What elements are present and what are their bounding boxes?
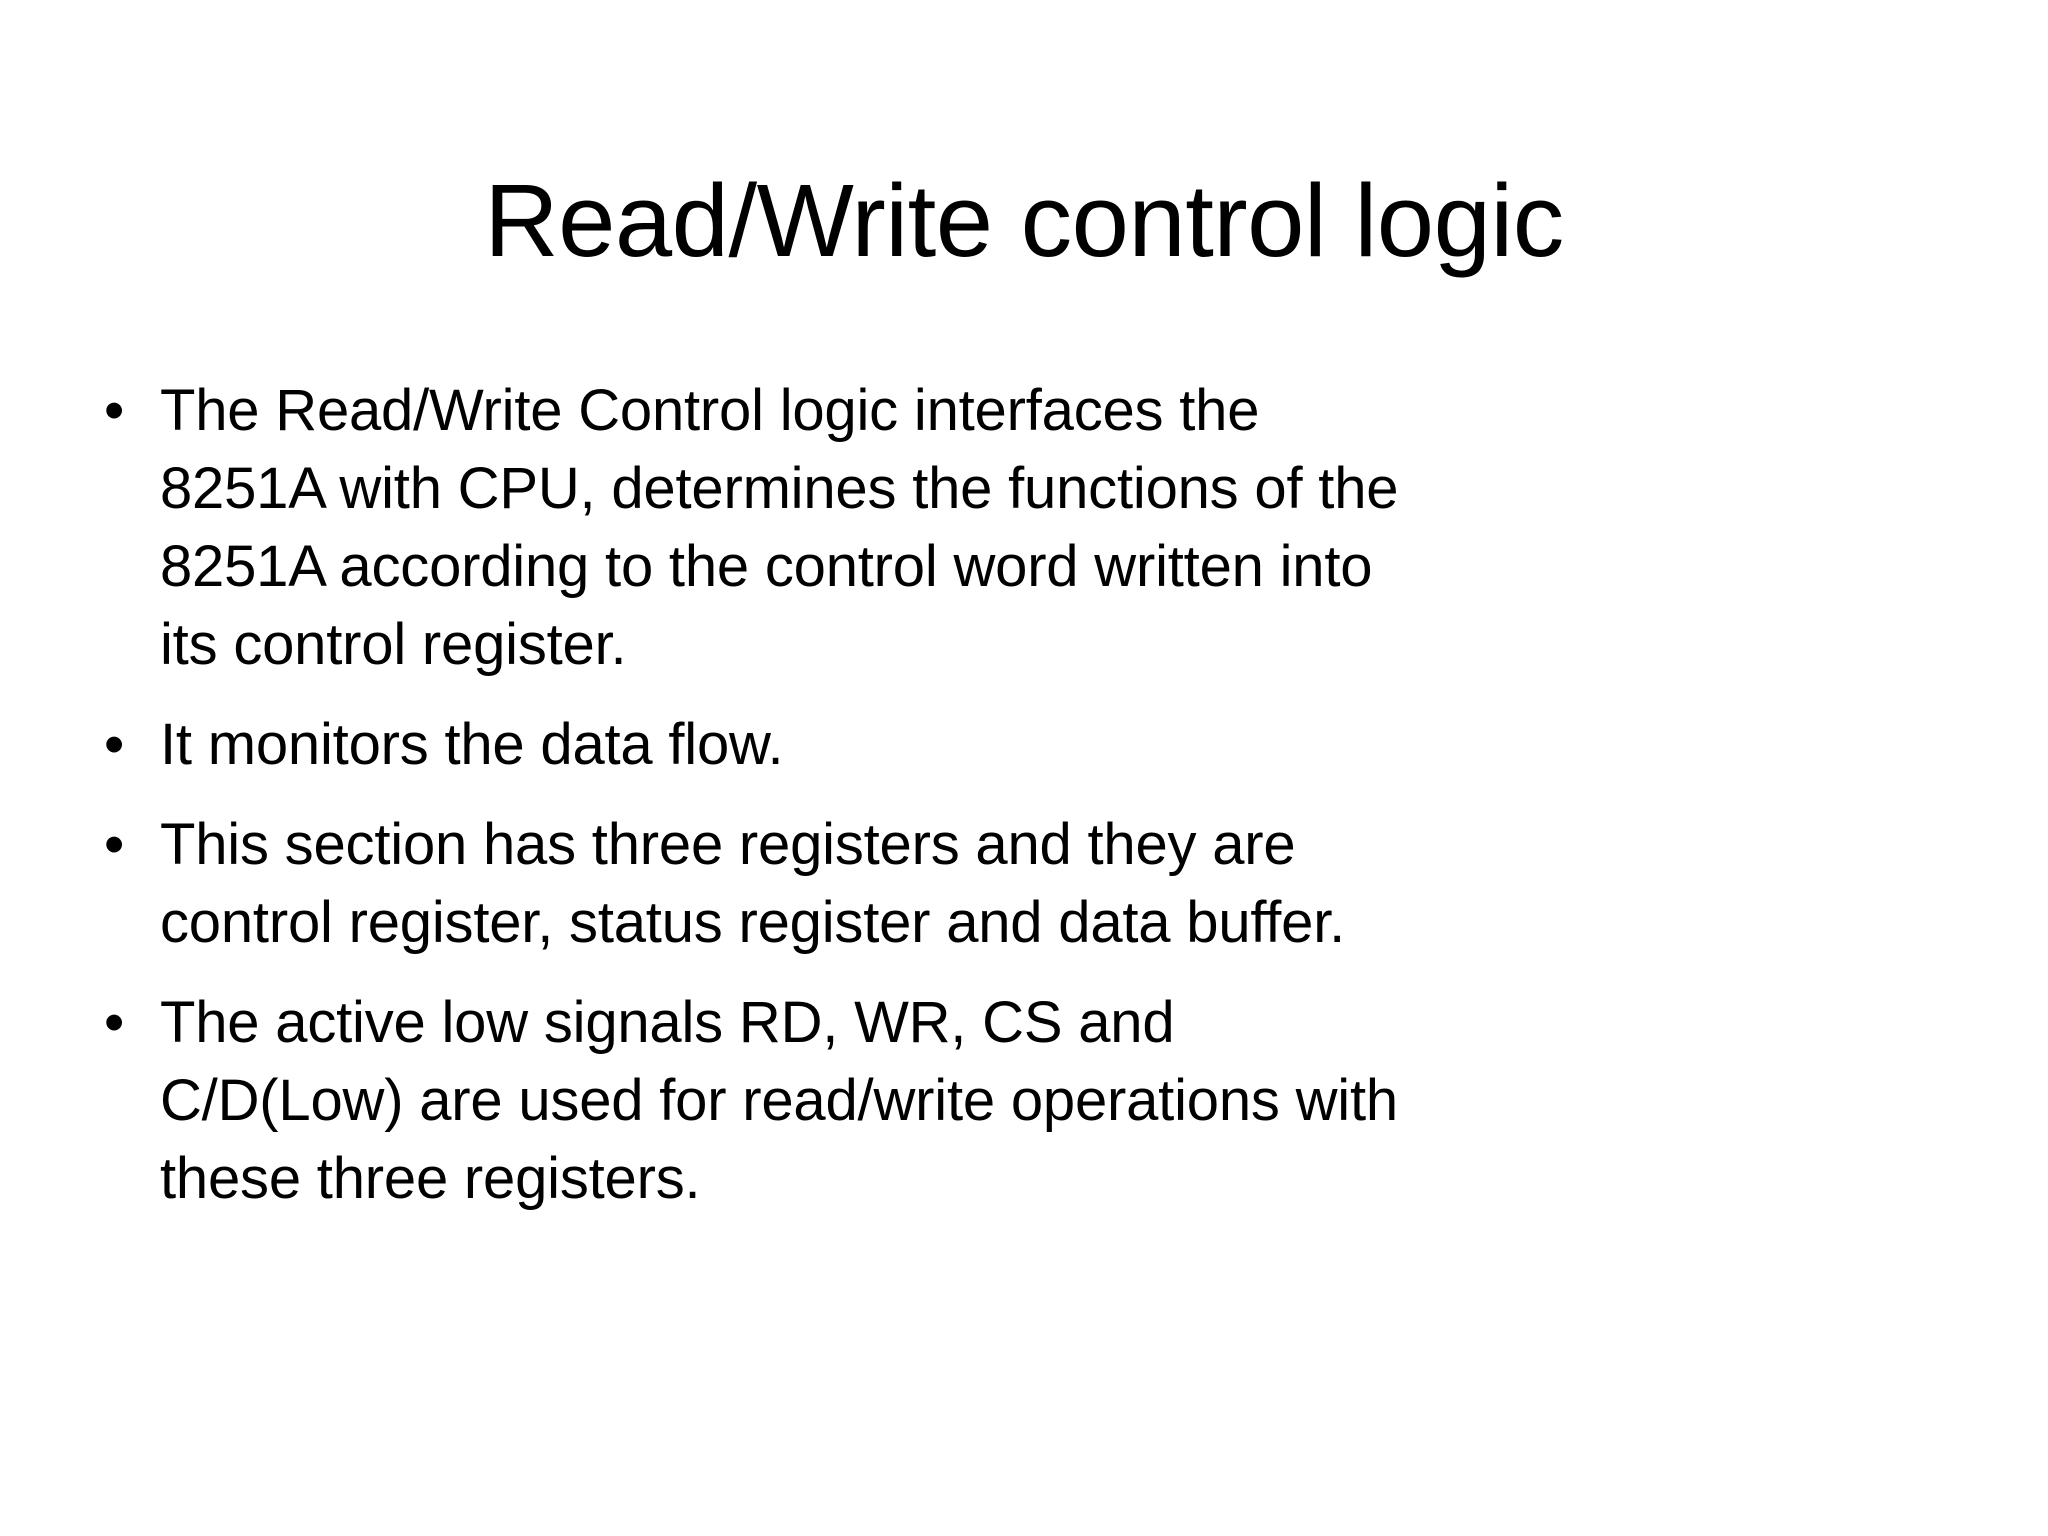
list-item-text: The Read/Write Control logic interfaces … bbox=[160, 372, 1530, 684]
text-line: The active low signals RD, WR, CS and bbox=[160, 990, 1175, 1055]
bullet-point-icon: • bbox=[104, 990, 125, 1055]
list-item: • This section has three registers and t… bbox=[104, 806, 1964, 962]
bullet-point-icon: • bbox=[104, 378, 125, 443]
text-line: This section has three registers and the… bbox=[160, 812, 1296, 877]
bullet-point-icon: • bbox=[104, 712, 125, 777]
list-item: • It monitors the data flow. bbox=[104, 706, 1964, 784]
list-item-text: The active low signals RD, WR, CS and C/… bbox=[160, 984, 1530, 1218]
text-line: control register, status register and da… bbox=[160, 890, 1346, 955]
page-title: Read/Write control logic bbox=[484, 163, 1564, 278]
text-line: 8251A with CPU, determines the functions… bbox=[160, 456, 1399, 521]
list-item-text: This section has three registers and the… bbox=[160, 806, 1530, 962]
text-line: C/D(Low) are used for read/write operati… bbox=[160, 1068, 1398, 1133]
list-item: • The Read/Write Control logic interface… bbox=[104, 372, 1964, 684]
list-item-text: It monitors the data flow. bbox=[160, 706, 1530, 784]
bullet-list: • The Read/Write Control logic interface… bbox=[104, 372, 1964, 1240]
text-line: 8251A according to the control word writ… bbox=[160, 534, 1373, 599]
bullet-point-icon: • bbox=[104, 812, 125, 877]
text-line: It monitors the data flow. bbox=[160, 712, 784, 777]
text-line: The Read/Write Control logic interfaces … bbox=[160, 378, 1260, 443]
list-item: • The active low signals RD, WR, CS and … bbox=[104, 984, 1964, 1218]
text-line: these three registers. bbox=[160, 1146, 701, 1211]
text-line: its control register. bbox=[160, 612, 627, 677]
